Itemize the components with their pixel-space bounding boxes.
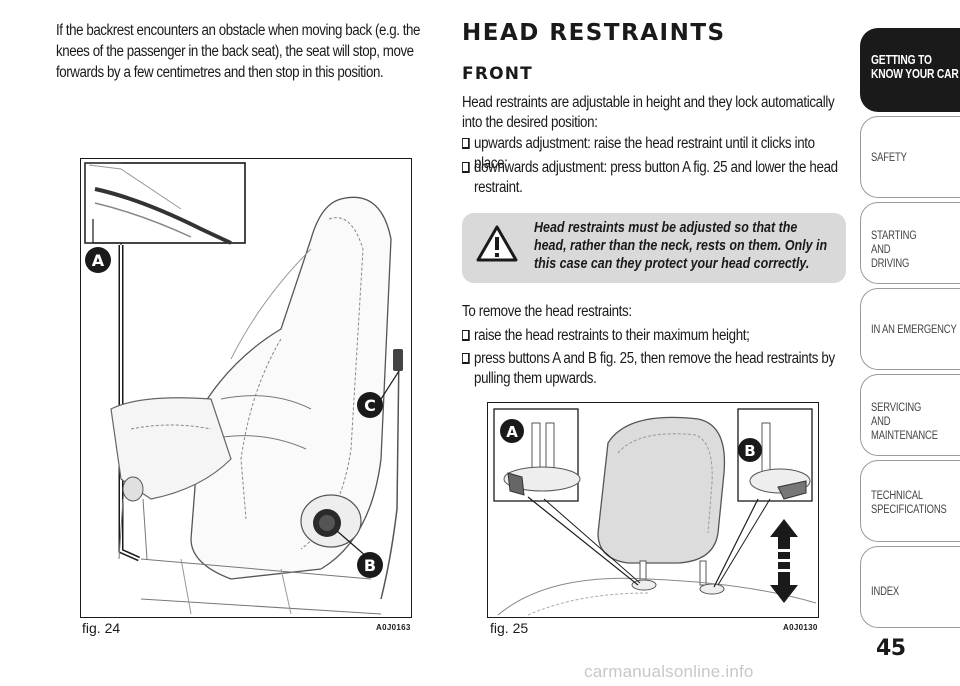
svg-text:B: B [364,556,376,575]
bullet-remove-press: press buttons A and B fig. 25, then remo… [462,349,840,389]
intro-paragraph: If the backrest encounters an obstacle w… [56,22,421,81]
checkbox-bullet-icon [462,353,470,364]
warning-box: Head restraints must be adjusted so that… [462,213,846,283]
head-restraint-illustration: A B [493,408,817,616]
seat-illustration: A C B [84,162,403,615]
fig-24-label: fig. 24 [82,620,121,636]
tab-getting-to-know-your-car[interactable]: GETTING TO KNOW YOUR CAR [860,28,960,112]
callout-b: B [738,438,762,462]
figure-25-head-restraint: A B [487,402,819,618]
warning-text: Head restraints must be adjusted so that… [534,220,828,272]
body-paragraph: Head restraints are adjustable in height… [462,94,835,131]
section-title: HEAD RESTRAINTS [462,20,726,46]
remove-intro: To remove the head restraints: [462,303,632,320]
warning-triangle-icon [476,225,518,262]
page-number: 45 [876,636,906,661]
subsection-title: FRONT [462,64,533,84]
tab-starting-and-driving[interactable]: STARTING AND DRIVING [860,202,960,284]
checkbox-bullet-icon [462,138,470,149]
tab-index[interactable]: INDEX [860,546,960,628]
figure-24-seat: A C B [80,158,412,618]
bullet-adjust-down: downwards adjustment: press button A fig… [462,158,840,198]
up-down-arrow-icon [770,519,798,603]
tab-in-an-emergency[interactable]: IN AN EMERGENCY [860,288,960,370]
callout-a: A [500,419,524,443]
checkbox-bullet-icon [462,162,470,173]
callout-c: C [357,392,383,418]
callout-b: B [357,552,383,578]
tab-safety[interactable]: SAFETY [860,116,960,198]
svg-text:A: A [506,423,518,441]
fig-25-label: fig. 25 [490,620,529,636]
fig-25-code: A0J0130 [783,623,818,632]
watermark: carmanualsonline.info [584,662,754,681]
bullet-adjust-up: upwards adjustment: raise the head restr… [462,134,840,174]
checkbox-bullet-icon [462,330,470,341]
svg-text:A: A [92,251,105,270]
tab-technical-specifications[interactable]: TECHNICAL SPECIFICATIONS [860,460,960,542]
callout-a: A [85,247,111,273]
svg-text:B: B [744,442,755,460]
tab-servicing-and-maintenance[interactable]: SERVICING AND MAINTENANCE [860,374,960,456]
fig-24-code: A0J0163 [376,623,411,632]
svg-text:C: C [364,396,376,415]
bullet-remove-raise: raise the head restraints to their maxim… [462,326,840,346]
